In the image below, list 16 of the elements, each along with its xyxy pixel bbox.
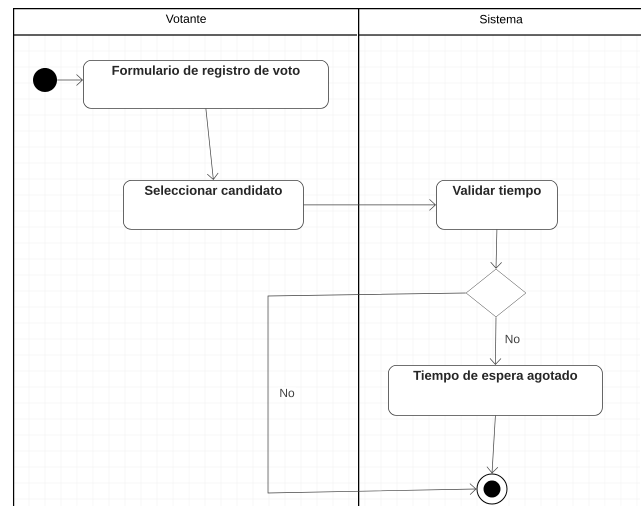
arrow: [56, 74, 83, 86]
decision-diamond: [466, 268, 526, 318]
action-box: Formulario de registro de voto: [83, 60, 329, 109]
arrow: [268, 292, 476, 495]
action-box: Seleccionar candidato: [123, 180, 304, 230]
arrow: [490, 229, 502, 269]
edge-label: No: [278, 387, 296, 399]
arrow: [490, 316, 502, 365]
end-node: [476, 474, 508, 504]
arrow: [206, 108, 219, 180]
edge-label: No: [503, 333, 522, 345]
arrow: [486, 415, 498, 474]
action-box: Validar tiempo: [436, 180, 558, 230]
action-box: Tiempo de espera agotado: [388, 365, 603, 416]
arrow: [303, 199, 436, 211]
start-node: [33, 68, 57, 92]
